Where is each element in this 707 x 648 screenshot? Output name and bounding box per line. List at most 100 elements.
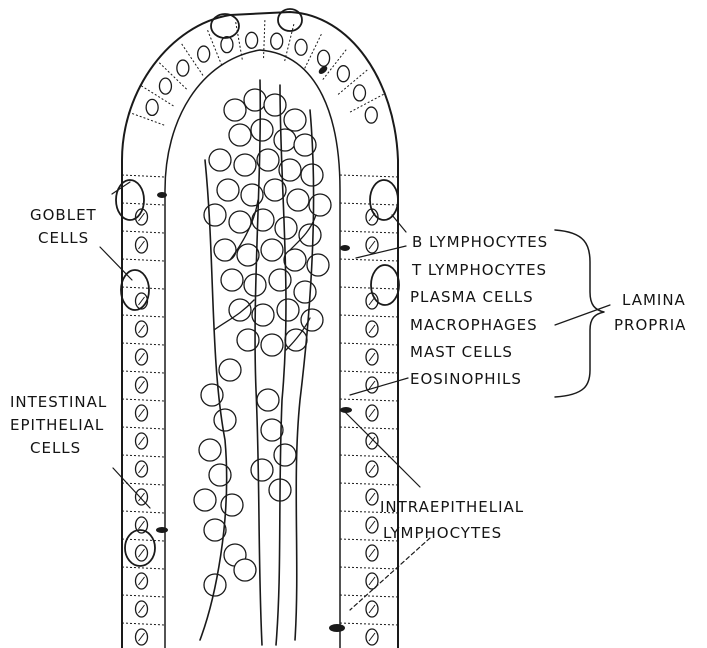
- label-b-lymphocytes: B LYMPHOCYTES: [412, 233, 548, 251]
- goblet-label: GOBLET CELLS: [30, 206, 97, 247]
- lymphocyte-mark: [329, 624, 345, 632]
- epithelial-cell-divider: [122, 371, 165, 373]
- epithelial-cell-divider: [340, 175, 398, 177]
- leader-intestinal: [113, 468, 150, 508]
- nucleus-hatch: [139, 521, 145, 529]
- lamina-propria-cell: [251, 459, 273, 481]
- lymphocyte-mark: [340, 407, 352, 413]
- epithelial-nucleus: [146, 99, 158, 115]
- nucleus-hatch: [369, 493, 375, 501]
- lamina-propria-cell: [234, 154, 256, 176]
- lamina-propria-cell: [229, 211, 251, 233]
- lamina-propria-cell: [221, 494, 243, 516]
- leader-iel-1: [345, 412, 420, 487]
- epithelial-nucleus: [353, 85, 365, 101]
- lamina-propria-cell: [244, 89, 266, 111]
- label-goblet-line2: CELLS: [38, 229, 89, 247]
- epithelial-nucleus: [221, 37, 233, 53]
- label-intestinal-line1: INTESTINAL: [10, 393, 107, 411]
- label-intestinal-line2: EPITHELIAL: [10, 416, 104, 434]
- lamina-propria-label: LAMINA PROPRIA: [614, 291, 686, 334]
- epithelial-cell-divider: [340, 567, 398, 569]
- lamina-propria-cell: [284, 249, 306, 271]
- epithelial-cell-divider: [340, 315, 398, 317]
- lamina-propria-cell: [251, 119, 273, 141]
- lamina-propria-cell: [294, 281, 316, 303]
- epithelial-cell-divider: [263, 20, 264, 60]
- label-macrophages: MACROPHAGES: [410, 316, 538, 334]
- epithelial-cell-divider: [122, 315, 165, 317]
- nucleus-hatch: [369, 549, 375, 557]
- epithelial-nucleus: [271, 33, 283, 49]
- label-goblet-line1: GOBLET: [30, 206, 97, 224]
- epithelial-cell-divider: [122, 343, 165, 345]
- cell-types-label: B LYMPHOCYTES T LYMPHOCYTES PLASMA CELLS…: [410, 233, 548, 388]
- lamina-propria-cell: [241, 184, 263, 206]
- nucleus-hatch: [139, 325, 145, 333]
- leader-lamina: [555, 305, 610, 325]
- epithelial-nucleus: [246, 32, 258, 48]
- lamina-propria-cell: [229, 124, 251, 146]
- nucleus-hatch: [139, 549, 145, 557]
- lamina-propria-cell: [209, 464, 231, 486]
- goblet-cell: [121, 270, 149, 310]
- nucleus-hatch: [369, 325, 375, 333]
- nucleus-hatch: [369, 353, 375, 361]
- lamina-propria-cell: [307, 254, 329, 276]
- nucleus-hatch: [369, 465, 375, 473]
- lymphocyte-mark: [156, 527, 168, 533]
- lamina-propria-cell: [219, 359, 241, 381]
- nucleus-hatch: [139, 241, 145, 249]
- nucleus-hatch: [369, 577, 375, 585]
- lamina-propria-cell: [214, 409, 236, 431]
- goblet-cell: [370, 180, 398, 220]
- epithelial-cell-divider: [122, 287, 165, 289]
- epithelial-cell-divider: [340, 259, 398, 261]
- label-plasma-cells: PLASMA CELLS: [410, 288, 534, 306]
- lamina-propria-cell: [234, 559, 256, 581]
- epithelial-cell-divider: [122, 175, 165, 177]
- label-lymphocytes: LYMPHOCYTES: [383, 524, 502, 542]
- epithelial-cell-divider: [122, 511, 165, 513]
- nucleus-hatch: [139, 297, 145, 305]
- goblet-cell: [116, 180, 144, 220]
- lymphocyte-mark: [157, 192, 167, 198]
- lamina-propria-cell: [221, 269, 243, 291]
- nucleus-hatch: [369, 633, 375, 641]
- nucleus-hatch: [369, 605, 375, 613]
- nucleus-hatch: [369, 409, 375, 417]
- lamina-propria-cell: [199, 439, 221, 461]
- nucleus-hatch: [139, 633, 145, 641]
- epithelial-nucleus: [198, 46, 210, 62]
- intraepithelial-label: INTRAEPITHELIAL LYMPHOCYTES: [380, 498, 524, 542]
- nucleus-hatch: [369, 241, 375, 249]
- epithelial-cell-divider: [340, 231, 398, 233]
- lamina-propria-cell: [274, 129, 296, 151]
- epithelial-cell-divider: [122, 595, 165, 597]
- lamina-propria-cell: [275, 217, 297, 239]
- epithelial-cell-divider: [122, 259, 165, 261]
- nucleus-hatch: [139, 605, 145, 613]
- lamina-propria-cell: [269, 269, 291, 291]
- leader-goblet-bottom: [100, 247, 132, 280]
- lamina-propria-cell: [214, 239, 236, 261]
- nucleus-hatch: [139, 437, 145, 445]
- epithelial-cell-divider: [340, 287, 398, 289]
- epithelial-cell-divider: [340, 343, 398, 345]
- lamina-propria-bracket: [555, 230, 604, 397]
- epithelial-nucleus: [159, 78, 171, 94]
- lamina-propria-cell: [287, 189, 309, 211]
- lamina-propria-cell: [277, 299, 299, 321]
- goblet-cell: [211, 14, 239, 38]
- lamina-propria-cell: [257, 389, 279, 411]
- lamina-propria-cell: [309, 194, 331, 216]
- intestinal-label: INTESTINAL EPITHELIAL CELLS: [10, 393, 107, 457]
- label-eosinophils: EOSINOPHILS: [410, 370, 522, 388]
- epithelial-nucleus: [177, 60, 189, 76]
- epithelial-cell-divider: [208, 30, 223, 67]
- lamina-propria-cell: [274, 444, 296, 466]
- epithelial-cell-divider: [340, 427, 398, 429]
- epithelial-nucleus: [337, 66, 349, 82]
- lymphocyte-mark: [340, 245, 350, 251]
- leader-eosinophils: [350, 378, 408, 395]
